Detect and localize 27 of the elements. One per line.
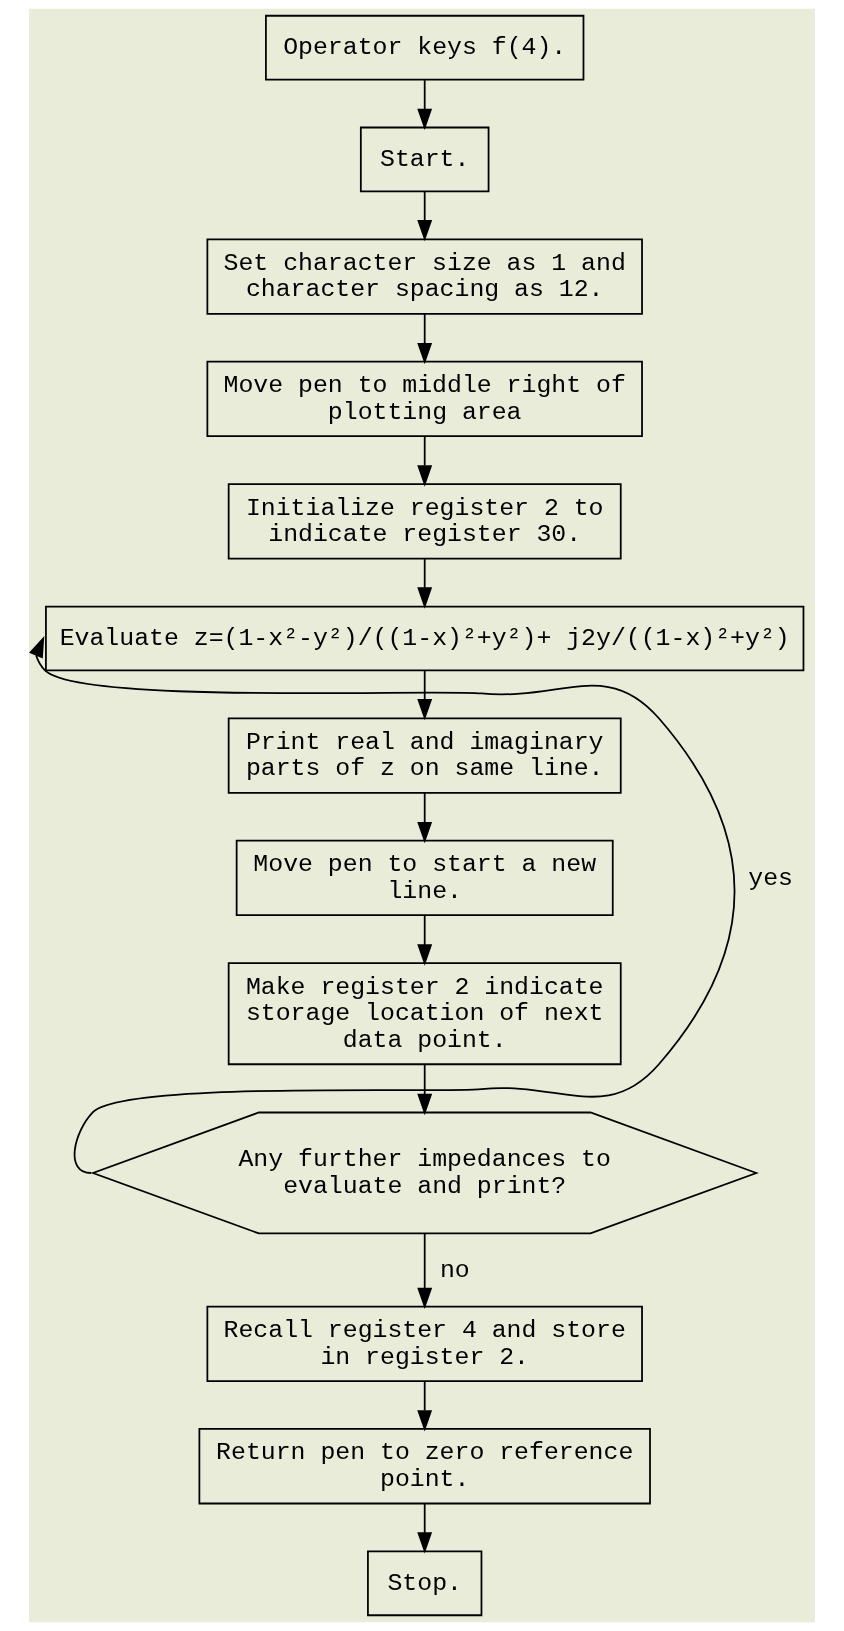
arrow (417, 313, 433, 365)
edge-label: no (439, 1255, 470, 1284)
arrow (417, 1503, 433, 1554)
arrow (417, 1232, 433, 1310)
node-box: Evaluate z=(1-x²-y²)/((1-x)²+y²)+ j2y/((1-x)²+y²) (45, 605, 805, 672)
arrow (29, 636, 736, 1174)
node-box: Print real and imaginary parts of z on same line. (227, 717, 622, 794)
arrow (417, 1380, 433, 1432)
arrow (417, 79, 433, 130)
node-box: Move pen to start a new line. (235, 839, 614, 917)
node-box: Operator keys f(4). (265, 14, 585, 81)
arrow (417, 558, 433, 609)
node-box: Recall register 4 and store in register 2. (206, 1305, 643, 1382)
node-box: Initialize register 2 to indicate register 30. (227, 483, 622, 560)
arrow (417, 1063, 433, 1116)
arrow (417, 190, 433, 242)
node-box: Return pen to zero reference point. (198, 1428, 651, 1505)
node-box: Make register 2 indicate storage location of next data point. (227, 962, 622, 1066)
arrow (417, 669, 433, 721)
node-box: Set character size as 1 and character spacing as 12. (206, 238, 643, 315)
arrow (417, 792, 433, 844)
arrow (417, 435, 433, 487)
node-box: Start. (359, 126, 490, 193)
edge-label: yes (748, 863, 793, 892)
node-box: Stop. (367, 1550, 483, 1617)
node-box: Move pen to middle right of plotting area (206, 360, 643, 438)
arrow (417, 914, 433, 966)
